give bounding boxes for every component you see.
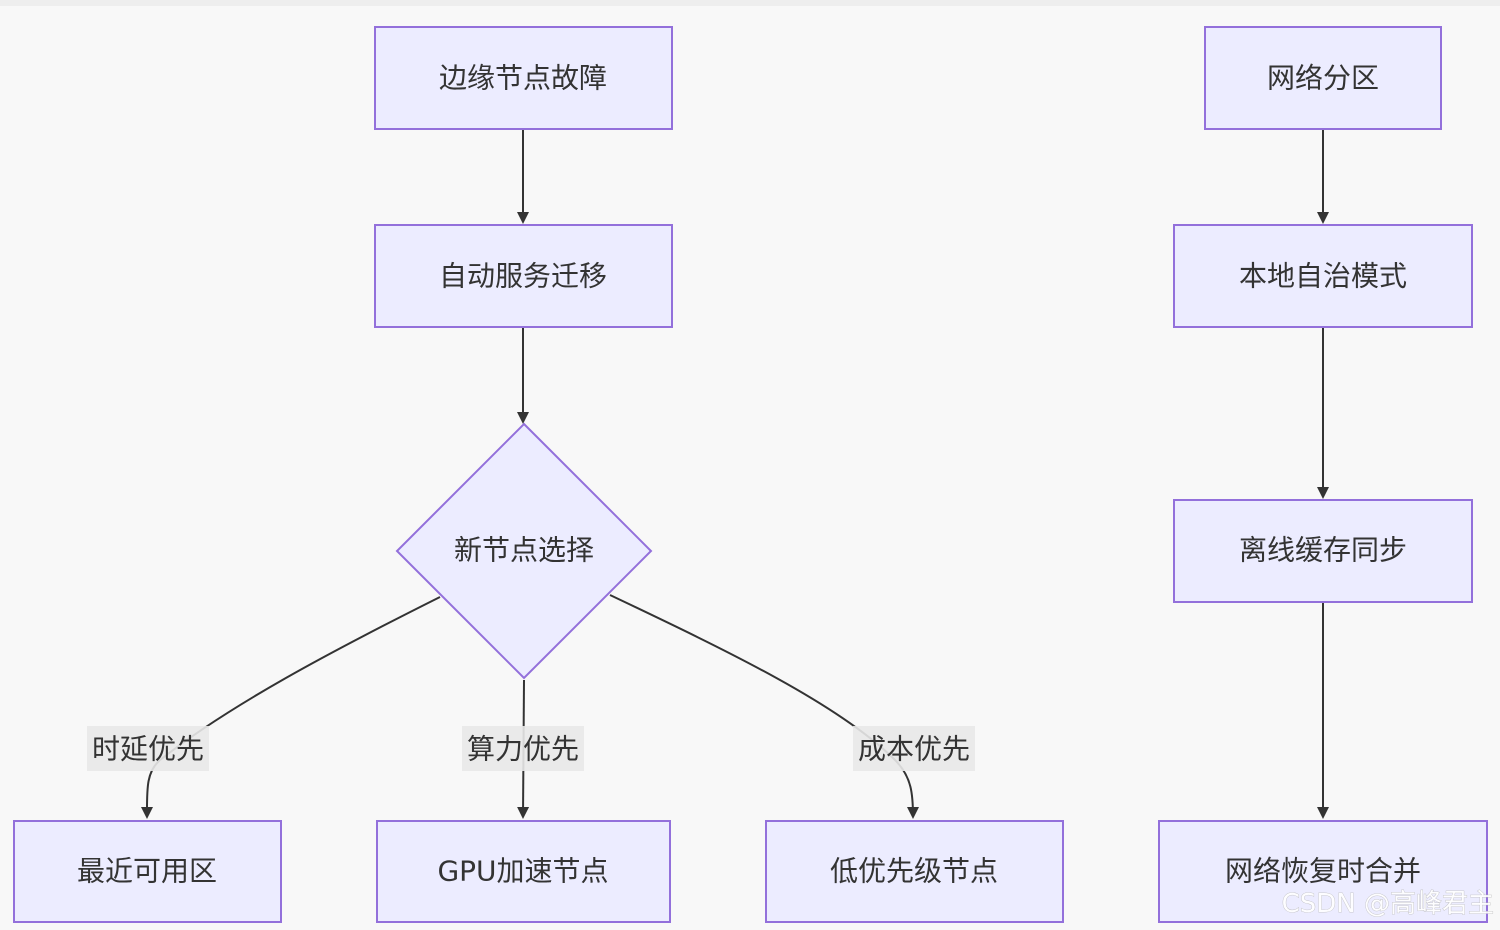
node-offline-cache-sync[interactable]: 离线缓存同步 (1173, 499, 1473, 603)
edge-label-latency-first: 时延优先 (87, 726, 209, 771)
svg-text:网络恢复时合并: 网络恢复时合并 (1225, 855, 1421, 888)
svg-text:本地自治模式: 本地自治模式 (1239, 260, 1407, 293)
edge-label-cost-first: 成本优先 (853, 726, 975, 771)
node-merge-on-network-recovery[interactable]: 网络恢复时合并 (1158, 820, 1488, 923)
svg-text:网络分区: 网络分区 (1267, 62, 1379, 95)
node-gpu-accelerated[interactable]: GPU加速节点 (376, 820, 671, 923)
svg-text:低优先级节点: 低优先级节点 (830, 855, 998, 888)
svg-text:边缘节点故障: 边缘节点故障 (439, 62, 607, 95)
svg-text:成本优先: 成本优先 (858, 733, 970, 766)
node-new-node-selection-decision[interactable]: 新节点选择 (395, 422, 653, 680)
edge-label-compute-first: 算力优先 (462, 726, 584, 771)
node-edge-node-failure[interactable]: 边缘节点故障 (374, 26, 673, 130)
node-network-partition[interactable]: 网络分区 (1204, 26, 1442, 130)
csdn-watermark: CSDN @高峰君主 (1282, 889, 1494, 919)
edge-selection-to-nearest-zone (140, 596, 441, 819)
edge-selection-to-low-priority (609, 594, 919, 819)
svg-text:离线缓存同步: 离线缓存同步 (1239, 534, 1407, 567)
svg-text:最近可用区: 最近可用区 (77, 855, 217, 888)
node-auto-service-migration[interactable]: 自动服务迁移 (374, 224, 673, 328)
node-low-priority[interactable]: 低优先级节点 (765, 820, 1064, 923)
node-nearest-available-zone[interactable]: 最近可用区 (13, 820, 282, 923)
top-edge-strip (0, 0, 1500, 6)
svg-text:自动服务迁移: 自动服务迁移 (439, 260, 607, 293)
svg-text:新节点选择: 新节点选择 (454, 534, 594, 567)
svg-text:时延优先: 时延优先 (92, 733, 204, 766)
svg-text:算力优先: 算力优先 (467, 733, 579, 766)
node-local-autonomy-mode[interactable]: 本地自治模式 (1173, 224, 1473, 328)
svg-text:GPU加速节点: GPU加速节点 (437, 855, 608, 888)
